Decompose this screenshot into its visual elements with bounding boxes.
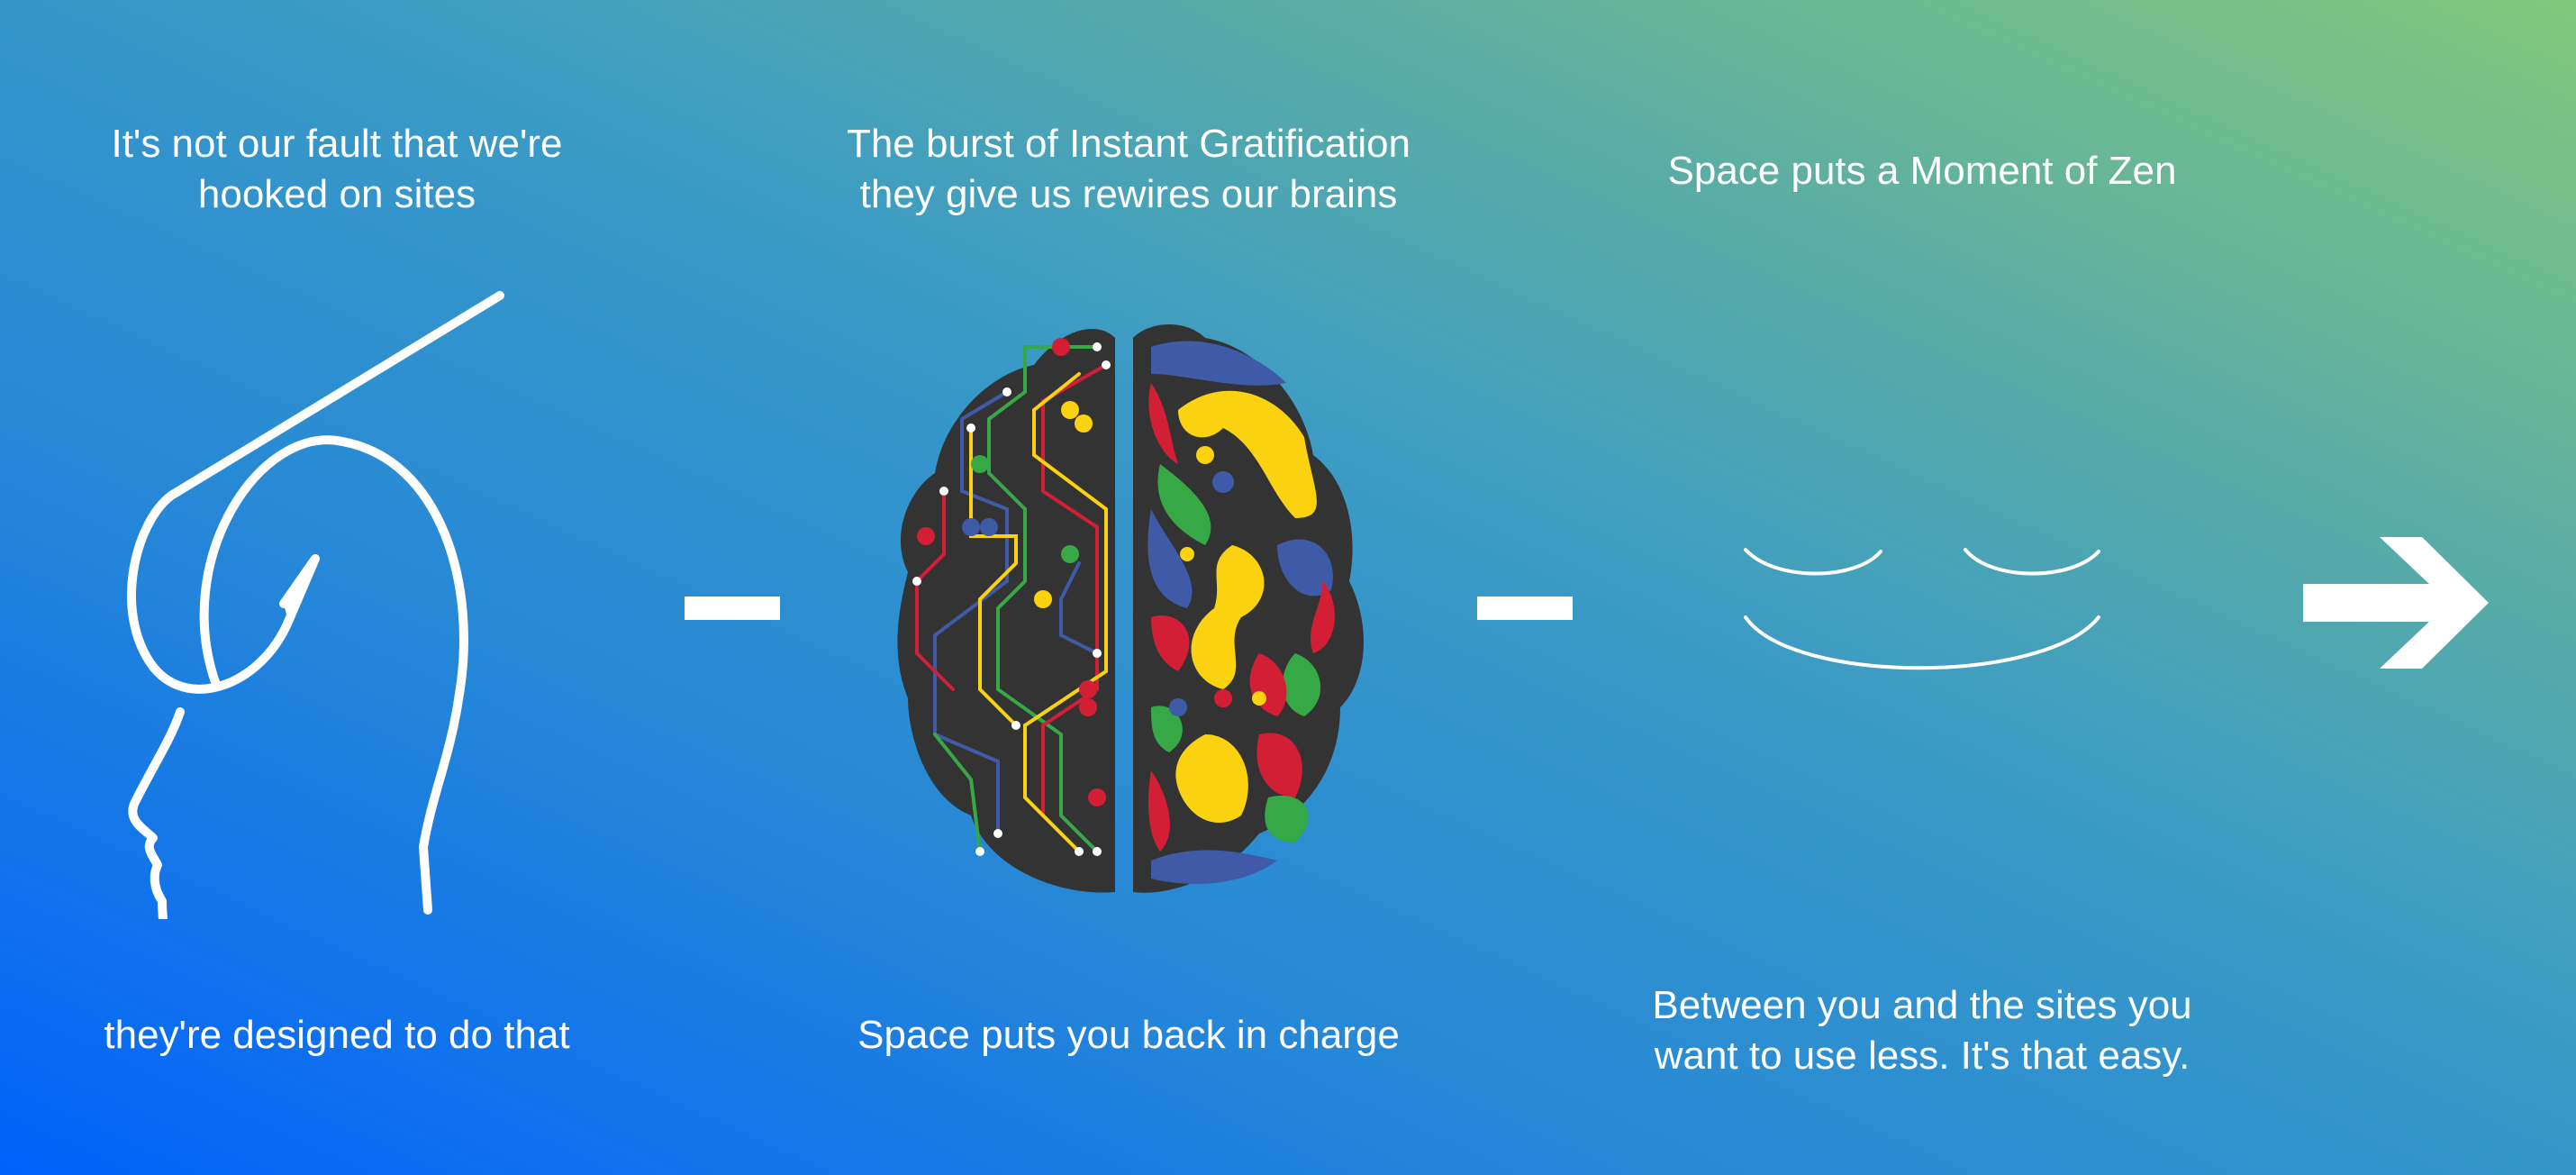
step2-bottom-text: Space puts you back in charge — [786, 1010, 1471, 1061]
step1-top-line2: hooked on sites — [197, 172, 476, 216]
step3-bottom-line1: Between you and the sites you — [1652, 983, 2192, 1027]
arrow-right-icon[interactable] — [2303, 537, 2489, 669]
step2-bottom-line1: Space puts you back in charge — [857, 1013, 1400, 1057]
step2-top-line1: The burst of Instant Gratification — [846, 122, 1411, 166]
hooked-head-icon — [127, 291, 504, 919]
zen-face-icon — [1744, 548, 2100, 670]
step1-bottom-text: they're designed to do that — [0, 1010, 679, 1061]
closed-eye-left-icon — [1744, 548, 1882, 576]
step1-top-text: It's not our fault that we're hooked on … — [0, 119, 679, 220]
step3-top-text: Space puts a Moment of Zen — [1580, 146, 2264, 196]
step1-top-line1: It's not our fault that we're — [111, 122, 563, 166]
step3-bottom-line2: want to use less. It's that easy. — [1654, 1034, 2191, 1078]
brain-icon — [897, 324, 1365, 893]
closed-eye-right-icon — [1964, 548, 2100, 576]
step2-top-line2: they give us rewires our brains — [859, 172, 1398, 216]
step3-top-line1: Space puts a Moment of Zen — [1667, 149, 2177, 193]
separator-dash-2 — [1477, 597, 1573, 620]
step1-bottom-line1: they're designed to do that — [104, 1013, 570, 1057]
smile-icon — [1744, 615, 2100, 670]
step2-top-text: The burst of Instant Gratification they … — [786, 119, 1471, 220]
separator-dash-1 — [685, 597, 780, 620]
step3-bottom-text: Between you and the sites you want to us… — [1580, 980, 2264, 1081]
